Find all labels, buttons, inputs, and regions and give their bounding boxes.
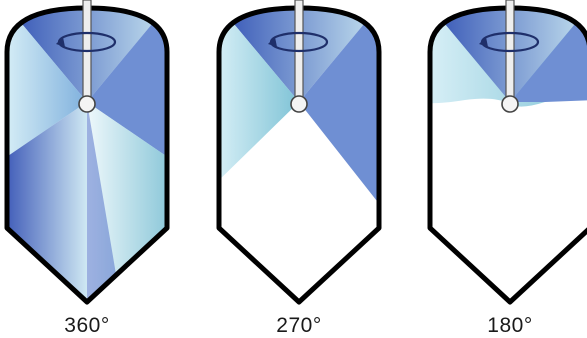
vessel-270-drawing — [214, 0, 384, 310]
vessel-180 — [425, 0, 587, 310]
angle-label-180: 180° — [440, 314, 580, 338]
angle-label-360: 360° — [17, 314, 157, 338]
nozzle-ball-icon — [502, 96, 518, 112]
nozzle-ball-icon — [291, 96, 307, 112]
nozzle-ball-icon — [79, 96, 95, 112]
vessel-180-drawing — [425, 0, 587, 310]
vessel-360 — [2, 0, 172, 310]
angle-label-270: 270° — [229, 314, 369, 338]
vessel-270 — [214, 0, 384, 310]
vessel-360-drawing — [2, 0, 172, 310]
